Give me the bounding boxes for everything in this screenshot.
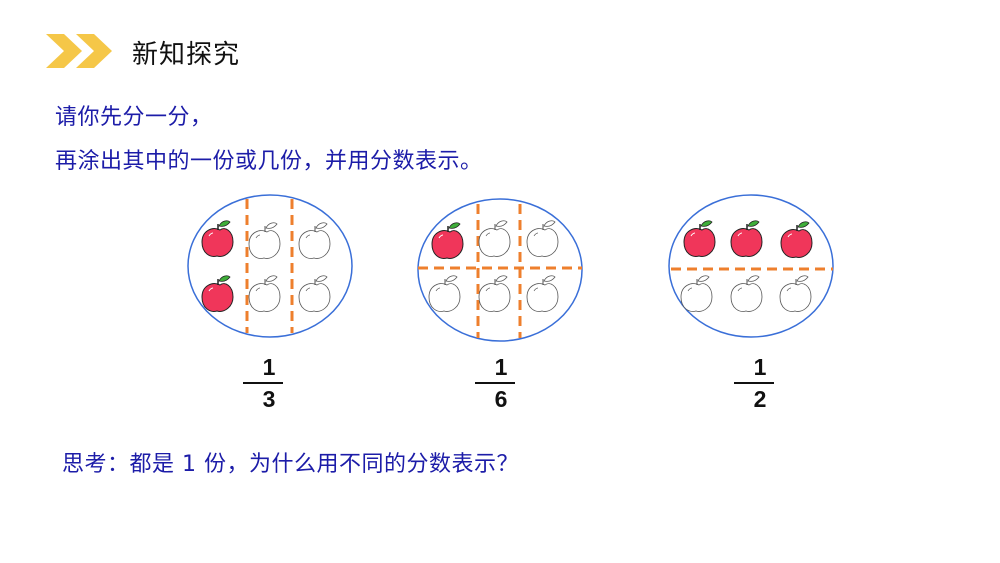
apple-outline-icon xyxy=(298,222,331,259)
apple-outline-icon xyxy=(730,275,763,312)
apple-outline-icon xyxy=(428,275,461,312)
apple-outline-icon xyxy=(680,275,713,312)
fraction-denominator: 3 xyxy=(262,386,276,412)
apple-outline-icon xyxy=(526,220,559,257)
instruction-line-1: 请你先分一分， xyxy=(55,105,213,130)
apple-group-thirds xyxy=(187,194,353,338)
fraction-one-sixth: 1 6 xyxy=(475,354,521,412)
fraction-bar xyxy=(243,382,283,384)
apple-group-halves xyxy=(668,194,834,338)
fraction-denominator: 2 xyxy=(753,386,767,412)
fraction-bar xyxy=(475,382,515,384)
apple-outline-icon xyxy=(478,275,511,312)
double-chevron-right-icon xyxy=(46,34,112,68)
apple-outline-icon xyxy=(248,222,281,259)
apple-colored-icon xyxy=(431,222,464,260)
apple-colored-icon xyxy=(683,220,716,258)
apple-colored-icon xyxy=(730,220,763,258)
apple-colored-icon xyxy=(780,221,813,259)
apple-outline-icon xyxy=(526,275,559,312)
section-title: 新知探究 xyxy=(132,40,241,70)
fraction-numerator: 1 xyxy=(753,354,767,380)
instruction-line-2: 再涂出其中的一份或几份，并用分数表示。 xyxy=(55,149,483,174)
apple-colored-icon xyxy=(201,275,234,313)
apple-outline-icon xyxy=(298,275,331,312)
think-question: 思考：都是 1 份，为什么用不同的分数表示？ xyxy=(62,452,519,477)
apple-group-sixths xyxy=(417,198,583,342)
apple-outline-icon xyxy=(478,220,511,257)
apple-colored-icon xyxy=(201,220,234,258)
fraction-one-third: 1 3 xyxy=(243,354,289,412)
apple-outline-icon xyxy=(779,275,812,312)
fraction-denominator: 6 xyxy=(494,386,508,412)
fraction-bar xyxy=(734,382,774,384)
fraction-numerator: 1 xyxy=(262,354,276,380)
apple-outline-icon xyxy=(248,275,281,312)
fraction-numerator: 1 xyxy=(494,354,508,380)
fraction-one-half: 1 2 xyxy=(734,354,780,412)
section-header xyxy=(46,30,118,72)
